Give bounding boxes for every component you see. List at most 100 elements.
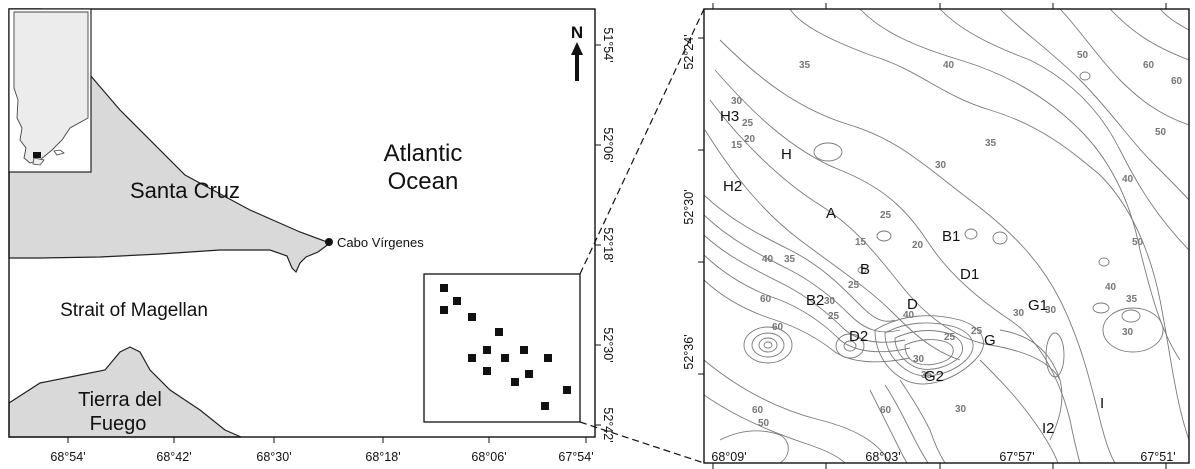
contour-label: 15 — [855, 237, 867, 248]
contour-label: 35 — [799, 60, 811, 71]
right-x-tick: 67°57' — [999, 450, 1034, 464]
site-label: D2 — [849, 328, 868, 345]
depth-contours — [704, 9, 1189, 463]
site-label: I — [1100, 395, 1104, 412]
tierra-del-fuego-label-line1: Tierra del — [78, 389, 162, 411]
contour-label: 30 — [731, 96, 743, 107]
contour-label: 35 — [985, 138, 997, 149]
right-y-tick: 52°36' — [682, 334, 696, 369]
left-x-tick: 68°42' — [156, 450, 191, 464]
contour-label: 40 — [762, 254, 774, 265]
study-area-box — [423, 273, 581, 423]
contour-label: 30 — [935, 160, 947, 171]
contour-label: 25 — [880, 210, 892, 221]
atlantic-ocean-label-line2: Ocean — [388, 168, 459, 195]
site-label: D — [907, 296, 918, 313]
zoom-connector-top — [579, 8, 705, 275]
contour-label: 35 — [921, 370, 933, 381]
contour-label: 60 — [752, 405, 764, 416]
left-y-tick: 52°30' — [601, 327, 615, 362]
site-label: A — [826, 205, 836, 222]
site-labels: H3 H H2 A B1 B D1 B2 D G1 D2 G G2 I I2 — [720, 108, 1104, 437]
location-map: N Atlantic Ocean Santa Cruz Strait of Ma… — [8, 8, 615, 464]
contour-label: 25 — [848, 280, 860, 291]
left-x-tick: 68°54' — [50, 450, 85, 464]
site-label: D1 — [960, 266, 979, 283]
contour-label: 30 — [824, 296, 836, 307]
atlantic-ocean-label-line1: Atlantic — [384, 140, 463, 167]
contour-label: 30 — [955, 404, 967, 415]
contour-label: 60 — [1171, 76, 1183, 87]
contour-label: 20 — [744, 134, 756, 145]
contour-label: 60 — [880, 405, 892, 416]
cabo-virgenes-marker — [325, 238, 333, 246]
contour-label: 60 — [760, 294, 772, 305]
left-map-axes — [67, 44, 601, 443]
left-x-tick: 67°54' — [558, 450, 593, 464]
tierra-del-fuego-label-line2: Fuego — [90, 413, 147, 435]
contour-label: 30 — [1122, 327, 1134, 338]
contour-label: 40 — [943, 60, 955, 71]
sample-sites — [440, 284, 571, 410]
contour-label: 20 — [912, 240, 924, 251]
south-america-inset — [8, 8, 92, 173]
left-x-tick: 68°06' — [471, 450, 506, 464]
contour-label: 50 — [1155, 127, 1167, 138]
left-x-tick: 68°18' — [365, 450, 400, 464]
contour-label: 15 — [731, 140, 743, 151]
bathymetry-map-frame — [703, 8, 1190, 464]
contour-label: 25 — [742, 118, 754, 129]
right-x-tick: 68°09' — [711, 450, 746, 464]
santa-cruz-label: Santa Cruz — [130, 178, 240, 203]
site-label: H2 — [723, 178, 742, 195]
contour-label: 35 — [1126, 294, 1138, 305]
site-label: B1 — [942, 228, 960, 245]
contour-label: 25 — [944, 332, 956, 343]
site-label: B2 — [806, 292, 824, 309]
contour-label: 40 — [1105, 282, 1117, 293]
right-y-tick: 52°30' — [682, 189, 696, 224]
left-y-tick: 52°06' — [601, 127, 615, 162]
contour-label: 50 — [1077, 50, 1089, 61]
contour-label: 40 — [1122, 174, 1134, 185]
north-label: N — [571, 23, 583, 42]
contour-label: 25 — [971, 326, 983, 337]
site-label: I2 — [1042, 420, 1055, 437]
tierra-del-fuego-landmass — [8, 346, 242, 438]
site-label: H3 — [720, 108, 739, 125]
contour-labels: 35 40 50 60 30 25 20 15 35 30 40 25 15 2… — [731, 50, 1183, 429]
zoom-connector-bottom — [579, 421, 705, 464]
location-map-frame — [8, 8, 596, 438]
site-label: G — [984, 332, 996, 349]
contour-label: 60 — [1143, 60, 1155, 71]
contour-label: 30 — [1045, 305, 1057, 316]
strait-of-magellan-label: Strait of Magellan — [60, 300, 208, 321]
contour-label: 60 — [772, 322, 784, 333]
bathymetry-map-background — [704, 9, 1189, 463]
right-map-axes — [698, 3, 1167, 469]
site-label: G2 — [924, 368, 944, 385]
left-x-tick: 68°30' — [256, 450, 291, 464]
contour-label: 40 — [903, 310, 915, 321]
left-y-tick: 52°18' — [601, 227, 615, 262]
left-y-tick: 51°54' — [601, 27, 615, 62]
site-label: H — [781, 146, 792, 163]
left-y-tick: 52°42' — [601, 407, 615, 442]
contour-label: 30 — [1013, 308, 1025, 319]
inset-continent — [13, 11, 89, 164]
right-x-tick: 67°51' — [1140, 450, 1175, 464]
site-label: B — [860, 261, 870, 278]
inset-locator — [33, 152, 41, 158]
north-arrow: N — [571, 23, 583, 81]
contour-label: 30 — [913, 354, 925, 365]
right-x-tick: 68°03' — [865, 450, 900, 464]
contour-label: 35 — [784, 254, 796, 265]
contour-label: 25 — [828, 311, 840, 322]
contour-label: 50 — [758, 418, 770, 429]
cabo-virgenes-label: Cabo Vírgenes — [337, 235, 424, 250]
site-label: G1 — [1028, 297, 1048, 314]
bathymetry-map: 35 40 50 60 30 25 20 15 35 30 40 25 15 2… — [682, 3, 1190, 469]
right-y-tick: 52°24' — [682, 34, 696, 69]
contour-label: 50 — [1132, 237, 1144, 248]
